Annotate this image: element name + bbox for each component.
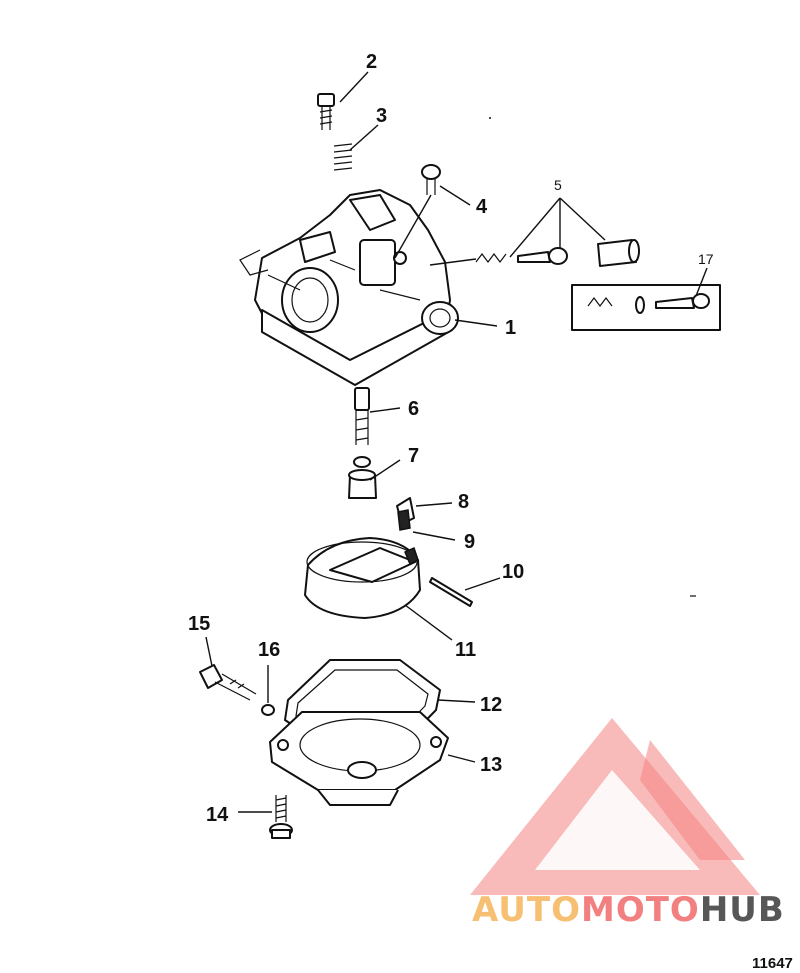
callout-14: 14 xyxy=(206,804,229,826)
part-10-float-pin xyxy=(429,577,473,607)
callout-6: 6 xyxy=(408,398,419,420)
part-11-float xyxy=(304,537,421,619)
svg-text:AUTOMOTOHUB: AUTOMOTOHUB xyxy=(472,890,785,930)
part-2-screw xyxy=(317,93,335,130)
part-6-inlet-needle xyxy=(354,387,370,445)
callout-11: 11 xyxy=(455,639,476,661)
part-1-carburetor-body xyxy=(239,189,459,386)
watermark-text-moto: MOTO xyxy=(581,890,700,930)
part-3-spring xyxy=(333,143,353,171)
watermark-logo: AUTOMOTOHUB xyxy=(470,718,785,930)
part-5-mixture-screw-assembly xyxy=(429,239,640,267)
callout-7: 7 xyxy=(408,445,419,467)
callout-17: 17 xyxy=(698,251,714,267)
callout-15: 15 xyxy=(188,613,210,635)
callout-3: 3 xyxy=(376,105,387,127)
watermark-text-auto: AUTO xyxy=(472,890,581,930)
watermark-triangle-accent xyxy=(640,740,745,860)
part-17-kit-box xyxy=(571,284,721,331)
callout-16: 16 xyxy=(258,639,280,661)
leader-lines xyxy=(205,71,708,813)
callout-9: 9 xyxy=(464,531,475,553)
callout-5: 5 xyxy=(554,177,562,193)
watermark-triangle-inner xyxy=(535,770,700,870)
part-9-clip xyxy=(397,509,411,531)
callout-1: 1 xyxy=(505,317,516,339)
part-15-drain-screw xyxy=(199,664,257,701)
callout-2: 2 xyxy=(366,51,377,73)
figure-number: 11647 xyxy=(752,955,793,972)
callout-8: 8 xyxy=(458,491,469,513)
callout-13: 13 xyxy=(480,754,502,776)
part-14-bowl-screw xyxy=(269,795,293,839)
part-16-o-ring xyxy=(261,704,275,716)
callout-4: 4 xyxy=(476,196,488,218)
watermark-text-hub: HUB xyxy=(700,890,785,930)
stray-dot xyxy=(489,117,491,119)
part-4-screw xyxy=(394,164,441,259)
callout-labels: 2 3 4 5 17 1 6 7 8 9 10 11 12 13 14 15 1… xyxy=(188,51,714,826)
callout-12: 12 xyxy=(480,694,502,716)
part-7-main-jet xyxy=(348,456,377,499)
callout-10: 10 xyxy=(502,561,524,583)
part-13-float-bowl xyxy=(269,711,449,806)
